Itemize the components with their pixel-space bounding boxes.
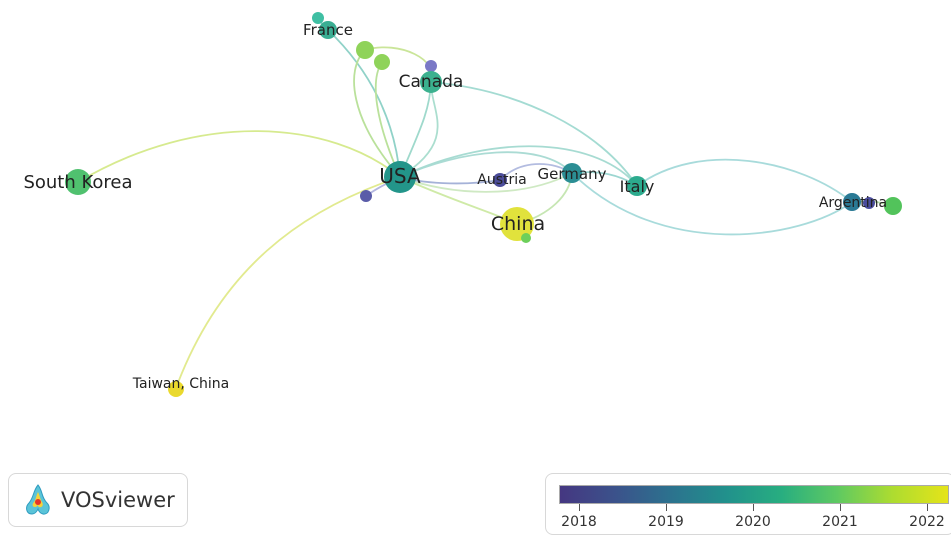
node-canada[interactable]	[420, 71, 442, 93]
label-argentina: Argentina	[819, 195, 887, 211]
label-france: France	[303, 21, 353, 39]
node-labels: France Canada USA South Korea Austria Ge…	[23, 21, 887, 392]
node-small-usa[interactable]	[360, 190, 372, 202]
label-south-korea: South Korea	[23, 172, 132, 193]
nodes	[65, 12, 902, 397]
legend-tick	[666, 504, 667, 511]
legend-year-2021: 2021	[822, 514, 858, 530]
link-usa-italy	[399, 145, 638, 187]
vosviewer-logo-text: VOSviewer	[61, 488, 175, 512]
node-small-china[interactable]	[521, 233, 531, 243]
node-usa[interactable]	[384, 161, 416, 193]
link-usa-node-a	[353, 49, 401, 178]
link-usa-france	[327, 29, 401, 178]
node-argentina[interactable]	[843, 193, 861, 211]
label-germany: Germany	[538, 165, 607, 183]
legend-tick	[927, 504, 928, 511]
node-small-argentina[interactable]	[863, 197, 875, 209]
node-italy[interactable]	[627, 176, 647, 196]
node-small-b[interactable]	[374, 54, 390, 70]
label-canada: Canada	[399, 72, 464, 92]
node-small-argentina-b[interactable]	[884, 197, 902, 215]
legend-year-2022: 2022	[909, 514, 945, 530]
node-small-france[interactable]	[312, 12, 324, 24]
label-taiwan-china: Taiwan, China	[132, 376, 230, 392]
node-austria[interactable]	[493, 173, 507, 187]
node-france[interactable]	[319, 21, 337, 39]
vosviewer-logo-icon	[26, 484, 50, 515]
link-taiwan-usa	[175, 176, 401, 389]
label-austria: Austria	[477, 172, 526, 188]
node-south-korea[interactable]	[65, 169, 91, 195]
node-small-a[interactable]	[356, 41, 374, 59]
color-legend: 2018 2019 2020 2021 2022	[545, 473, 951, 535]
node-small-canada[interactable]	[425, 60, 437, 72]
legend-tick	[753, 504, 754, 511]
node-china[interactable]	[500, 207, 534, 241]
link-south-korea-usa	[77, 130, 401, 183]
color-scale-bar	[559, 485, 949, 504]
vosviewer-logo-box: VOSviewer	[8, 473, 188, 527]
legend-tick	[579, 504, 580, 511]
label-usa: USA	[379, 164, 421, 188]
link-canada-italy	[430, 81, 638, 187]
legend-year-2019: 2019	[648, 514, 684, 530]
label-italy: Italy	[620, 177, 655, 196]
legend-year-2020: 2020	[735, 514, 771, 530]
node-taiwan-china[interactable]	[168, 381, 184, 397]
link-germany-argentina	[571, 172, 853, 236]
legend-tick	[840, 504, 841, 511]
legend-year-2018: 2018	[561, 514, 597, 530]
link-italy-argentina	[636, 158, 853, 203]
label-china: China	[491, 213, 545, 235]
node-germany[interactable]	[562, 163, 582, 183]
link-usa-germany-2	[399, 172, 573, 193]
